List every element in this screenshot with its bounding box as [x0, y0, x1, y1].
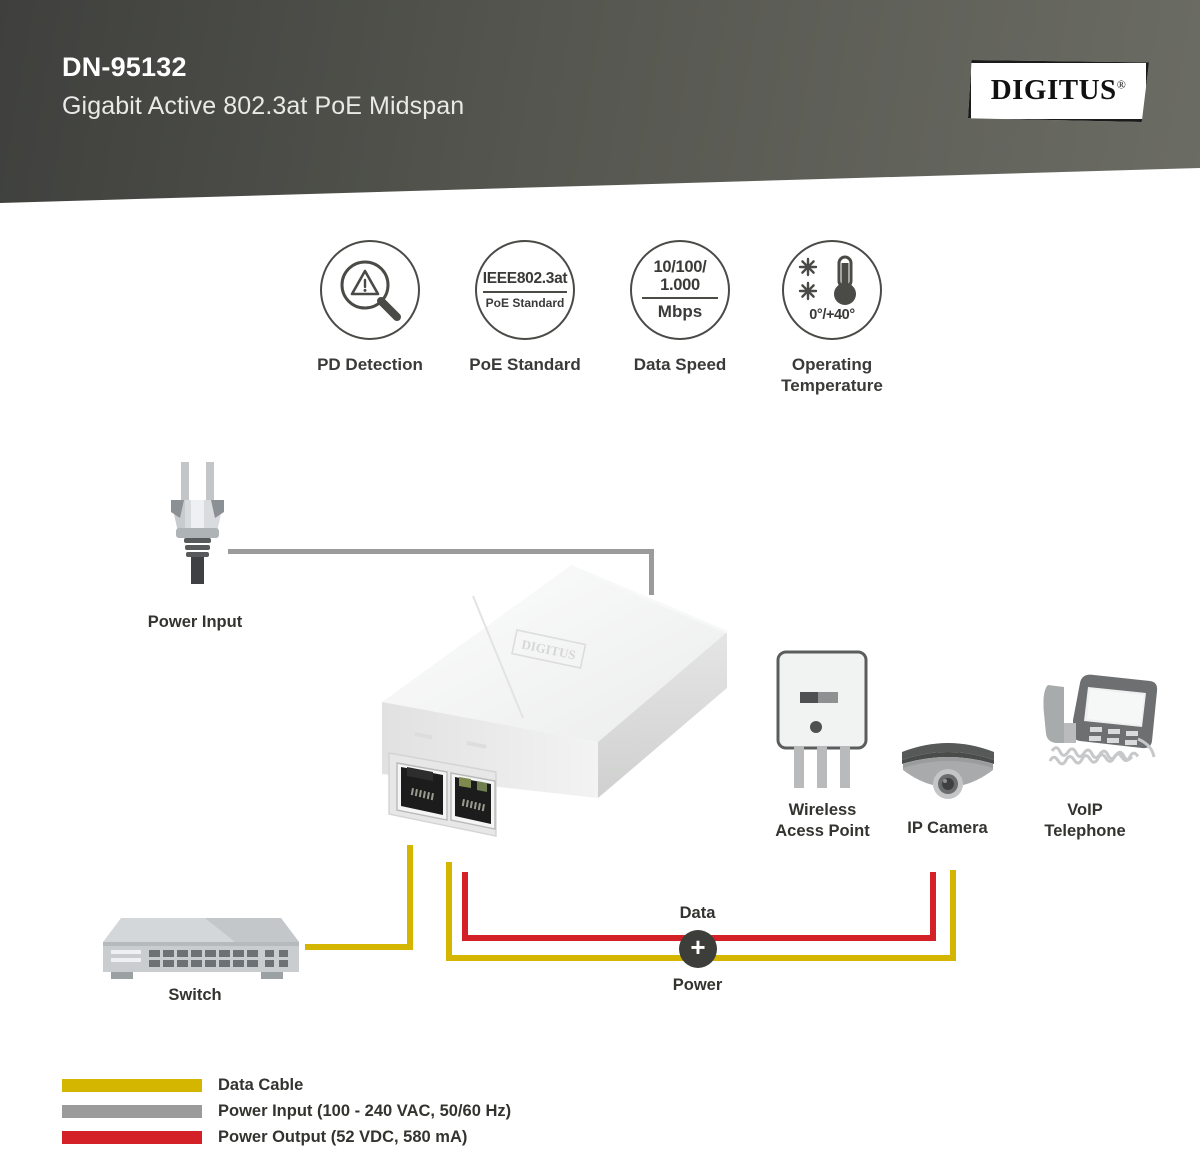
power-input-cable-horizontal	[228, 549, 654, 554]
feature-operating-temperature: 0°/+40° Operating Temperature	[752, 240, 912, 397]
divider	[642, 297, 718, 300]
legend-label: Power Output (52 VDC, 580 mA)	[218, 1127, 468, 1146]
speed-line-1: 10/100/	[653, 257, 707, 276]
power-input-label: Power Input	[147, 613, 243, 631]
legend-label: Power Input (100 - 240 VAC, 50/60 Hz)	[218, 1101, 512, 1120]
plus-icon: +	[690, 932, 706, 962]
magnifier-warning-icon	[320, 240, 420, 340]
wireless-access-point-icon	[772, 650, 872, 795]
data-cable-port2-vertical	[446, 862, 452, 961]
data-cable-to-switch	[305, 944, 413, 950]
feature-label: Data Speed	[633, 355, 727, 374]
power-output-cable-right-vertical	[930, 872, 936, 941]
data-label: Data	[679, 904, 716, 922]
feature-label: Operating Temperature	[781, 355, 883, 396]
data-power-combine-node: +	[679, 930, 717, 968]
page-title: DN-95132	[62, 52, 187, 82]
poe-injector-device: DIGITUS	[355, 560, 745, 865]
data-cable-port1-vertical	[407, 845, 413, 950]
temperature-range-text: 0°/+40°	[809, 307, 855, 323]
thermometer-snowflake-icon: 0°/+40°	[782, 240, 882, 340]
feature-label: PoE Standard	[469, 355, 581, 374]
legend-swatch-data-cable	[62, 1078, 202, 1092]
ip-camera-label: IP Camera	[907, 819, 988, 837]
power-output-cable-left-vertical	[462, 872, 468, 940]
voip-telephone-icon	[1018, 665, 1163, 795]
switch-label: Switch	[168, 986, 222, 1004]
switch-icon	[85, 908, 305, 993]
feature-label: PD Detection	[317, 355, 423, 374]
legend-label: Data Cable	[218, 1075, 304, 1094]
power-plug-icon	[155, 462, 241, 589]
text-badge-icon: 10/100/ 1.000 Mbps	[630, 240, 730, 340]
legend-swatch-power-input	[62, 1104, 202, 1118]
legend-row: Data Cable	[62, 1072, 511, 1098]
speed-line-2: 1.000	[660, 276, 700, 294]
cable-legend: Data Cable Power Input (100 - 240 VAC, 5…	[62, 1072, 511, 1150]
divider	[483, 291, 567, 293]
power-label: Power	[672, 976, 723, 994]
registered-mark: ®	[1116, 76, 1127, 91]
feature-icon-row: PD Detection IEEE802.3at PoE Standard Po…	[300, 240, 920, 410]
wireless-access-point-label: Wireless Acess Point	[775, 801, 870, 840]
feature-pd-detection: PD Detection	[290, 240, 450, 375]
legend-swatch-power-output	[62, 1130, 202, 1144]
speed-unit: Mbps	[657, 302, 703, 322]
ip-camera-icon	[898, 738, 998, 811]
page-subtitle: Gigabit Active 802.3at PoE Midspan	[62, 92, 465, 120]
ieee-standard-text: IEEE802.3at	[482, 270, 568, 287]
power-input-cable-vertical	[649, 549, 654, 595]
feature-poe-standard: IEEE802.3at PoE Standard PoE Standard	[445, 240, 605, 375]
voip-telephone-label: VoIP Telephone	[1044, 801, 1126, 840]
text-badge-icon: IEEE802.3at PoE Standard	[475, 240, 575, 340]
feature-data-speed: 10/100/ 1.000 Mbps Data Speed	[600, 240, 760, 375]
legend-row: Power Input (100 - 240 VAC, 50/60 Hz)	[62, 1098, 511, 1124]
legend-row: Power Output (52 VDC, 580 mA)	[62, 1124, 511, 1150]
brand-name: DIGITUS	[990, 73, 1117, 106]
poe-standard-text: PoE Standard	[485, 296, 565, 310]
digitus-logo: DIGITUS®	[968, 60, 1149, 122]
data-cable-right-vertical	[950, 870, 956, 961]
